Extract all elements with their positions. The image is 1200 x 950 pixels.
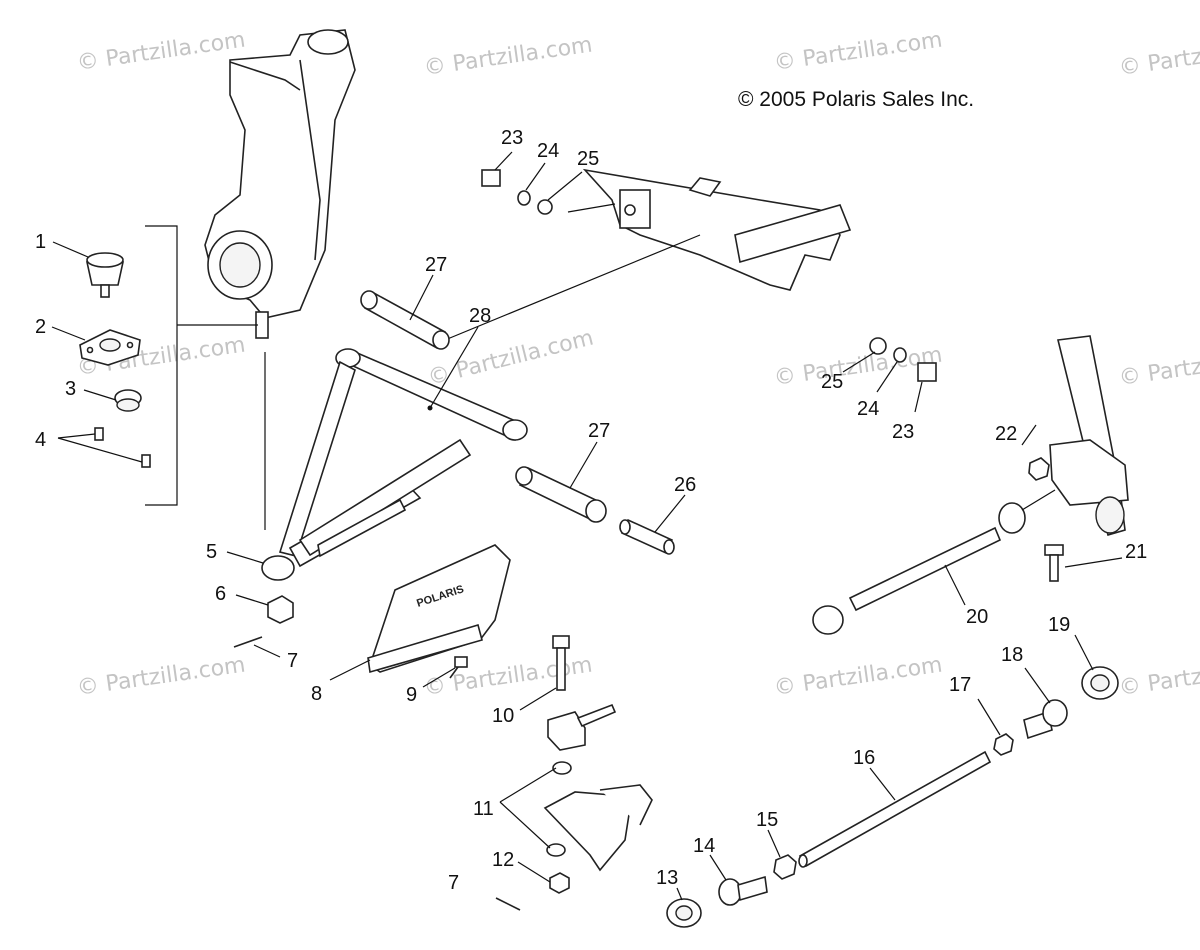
watermark: © Partzilla.com xyxy=(1117,33,1200,81)
callout-label: 5 xyxy=(206,541,217,563)
callout-label: 2 xyxy=(35,316,46,338)
tie-rod-bracket xyxy=(547,703,617,751)
tie-rod-end-13 xyxy=(666,898,702,928)
callout-label: 14 xyxy=(693,835,715,857)
kit-bracket xyxy=(145,225,178,506)
callout-label: 23 xyxy=(892,421,914,443)
callout-label: 21 xyxy=(1125,541,1147,563)
callout-label: 27 xyxy=(588,420,610,442)
steering-knuckle xyxy=(204,29,356,339)
callout-label: 24 xyxy=(537,140,559,162)
a-arm xyxy=(261,348,528,581)
castle-nut xyxy=(267,595,294,624)
tie-rod-16 xyxy=(798,750,992,868)
callout-label: 6 xyxy=(215,583,226,605)
callout-label: 25 xyxy=(577,148,599,170)
bushing-upper xyxy=(360,290,450,350)
nut-22 xyxy=(1028,457,1050,481)
steering-arm xyxy=(543,784,653,872)
jam-nut-17 xyxy=(993,733,1014,756)
callout-numbers: 1 2 3 4 5 6 7 8 9 10 11 12 7 13 14 15 16… xyxy=(35,127,1147,894)
bolt-23-mid xyxy=(917,362,937,382)
callout-label: 3 xyxy=(65,378,76,400)
washer-25-mid xyxy=(869,337,887,355)
callout-label: 7 xyxy=(448,872,459,894)
leader-lines xyxy=(51,151,1123,901)
watermark: © Partzilla.com xyxy=(425,325,596,390)
callout-label: 9 xyxy=(406,684,417,706)
callout-label: 23 xyxy=(501,127,523,149)
callout-label: 22 xyxy=(995,423,1017,445)
callout-label: 4 xyxy=(35,429,46,451)
tie-rod-end-19 xyxy=(1081,666,1119,700)
callout-label: 25 xyxy=(821,371,843,393)
frame-section xyxy=(582,168,852,291)
jam-nut-15 xyxy=(773,854,797,880)
callout-label: 12 xyxy=(492,849,514,871)
callout-label: 11 xyxy=(473,798,494,820)
callout-label: 7 xyxy=(287,650,298,672)
callout-label: 1 xyxy=(35,231,46,253)
cotter-pin-lower xyxy=(495,897,521,911)
washer-25-top xyxy=(537,199,553,215)
bolt-10 xyxy=(552,635,570,691)
lock-washer-24-top xyxy=(517,190,531,206)
watermark: © Partzilla.com xyxy=(772,653,944,701)
callout-label: 24 xyxy=(857,398,879,420)
callout-label: 8 xyxy=(311,683,322,705)
tie-rod-end-18 xyxy=(1023,699,1068,740)
tie-rod-assembly-20 xyxy=(812,502,1026,635)
steering-post xyxy=(1049,335,1129,536)
retainer-plate xyxy=(79,329,141,366)
lock-washer-24-mid xyxy=(893,347,907,363)
watermark: © Partzilla.com xyxy=(1117,653,1200,701)
washer-lower xyxy=(546,843,566,857)
skid-plate: POLARIS xyxy=(367,544,511,674)
washer-upper xyxy=(552,761,572,775)
watermark: © Partzilla.com xyxy=(772,28,944,76)
watermark: © Partzilla.com xyxy=(422,33,594,81)
dust-boot xyxy=(114,389,142,412)
a-arm-ref-dot xyxy=(427,405,433,411)
bushing-lower xyxy=(515,466,607,523)
frame-bolt-line xyxy=(567,203,616,213)
callout-label: 17 xyxy=(949,674,971,696)
nut-12 xyxy=(549,872,570,894)
pivot-sleeve xyxy=(619,518,675,555)
callout-label: 27 xyxy=(425,254,447,276)
bolt-23-top xyxy=(481,169,501,187)
bolt-21 xyxy=(1044,544,1064,582)
tie-rod-guide-line xyxy=(1021,489,1056,511)
callout-label: 15 xyxy=(756,809,778,831)
watermark: © Partzilla.com xyxy=(1117,343,1200,391)
callout-label: 10 xyxy=(492,705,514,727)
frame-pivot-line xyxy=(444,234,701,341)
copyright-notice: © 2005 Polaris Sales Inc. xyxy=(738,88,974,111)
callout-label: 13 xyxy=(656,867,678,889)
callout-label: 16 xyxy=(853,747,875,769)
bolts-4 xyxy=(94,427,151,468)
cotter-pin xyxy=(233,636,263,648)
watermark: © Partzilla.com xyxy=(75,28,247,76)
watermark: © Partzilla.com xyxy=(422,653,594,701)
watermark: © Partzilla.com xyxy=(75,653,247,701)
tie-rod-end-14 xyxy=(718,875,768,906)
callout-label: 20 xyxy=(966,606,988,628)
callout-label: 28 xyxy=(469,305,491,327)
bolt-9 xyxy=(449,656,468,679)
callout-label: 19 xyxy=(1048,614,1070,636)
callout-label: 18 xyxy=(1001,644,1023,666)
ball-joint xyxy=(86,252,124,298)
callout-label: 26 xyxy=(674,474,696,496)
